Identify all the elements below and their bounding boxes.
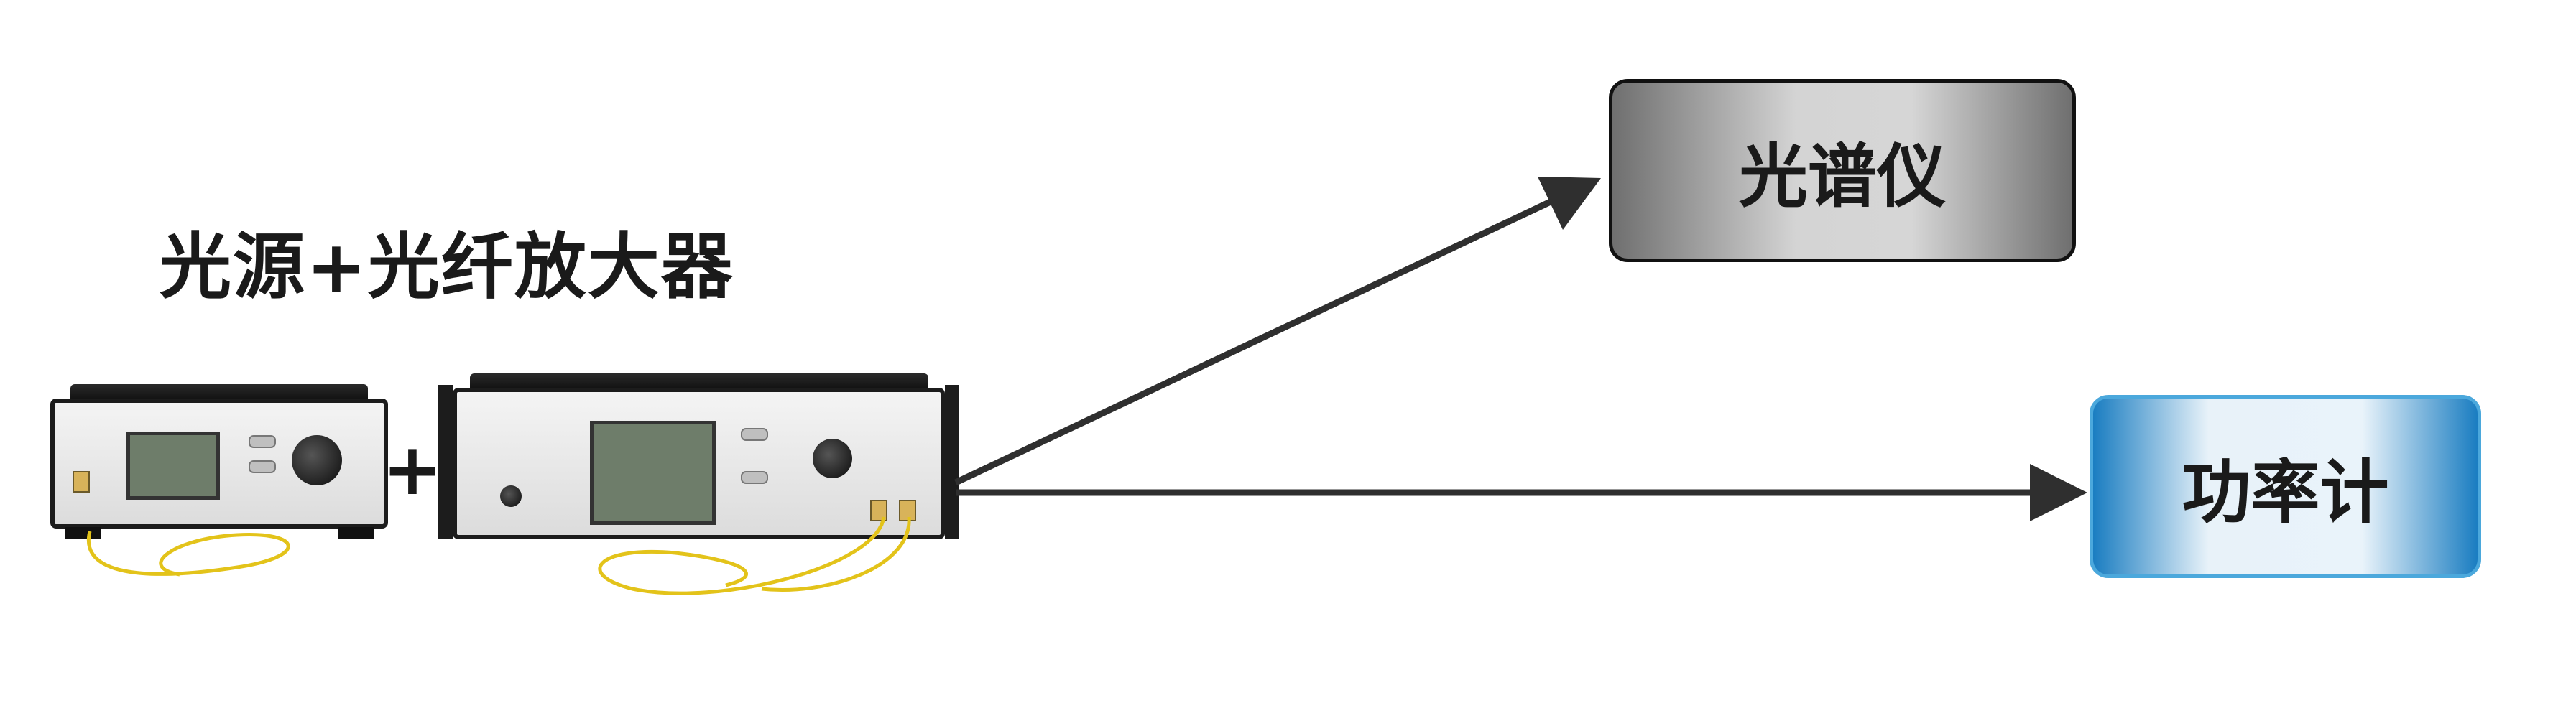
- fiber-cable: [761, 516, 911, 592]
- fiber-cable: [86, 531, 290, 577]
- arrowhead-icon: [1538, 177, 1601, 230]
- plus-sign: +: [382, 427, 443, 511]
- spectrometer-box: 光谱仪: [1609, 79, 2076, 262]
- arrow-to-spectrometer: [954, 197, 1554, 486]
- device-screen: [126, 432, 220, 500]
- spectrometer-label: 光谱仪: [1739, 136, 1946, 217]
- power-meter-label: 功率计: [2182, 452, 2389, 533]
- device-cabinet-top: [70, 384, 368, 400]
- arrowhead-icon: [2030, 464, 2087, 521]
- device-foot: [338, 527, 374, 539]
- device-cabinet-top: [469, 373, 928, 389]
- device-screen: [590, 421, 716, 525]
- rack-ear: [438, 385, 453, 539]
- device-button: [249, 435, 276, 448]
- knob-icon: [813, 439, 852, 478]
- fiber-cable: [598, 516, 886, 595]
- power-meter-box: 功率计: [2090, 395, 2481, 578]
- device-front-panel: [50, 399, 388, 529]
- fiber-amplifier-device: [438, 373, 959, 549]
- fiber-port-icon: [73, 471, 90, 493]
- light-source-device: [50, 384, 388, 539]
- device-button: [741, 428, 768, 441]
- knob-icon: [292, 435, 342, 485]
- key-switch-icon: [500, 485, 522, 507]
- device-front-panel: [453, 388, 945, 539]
- diagram-title: 光源+光纤放大器: [160, 225, 734, 309]
- rack-ear: [945, 385, 959, 539]
- fiber-port-icon: [870, 500, 887, 521]
- device-foot: [65, 527, 101, 539]
- device-button: [249, 460, 276, 473]
- device-button: [741, 471, 768, 484]
